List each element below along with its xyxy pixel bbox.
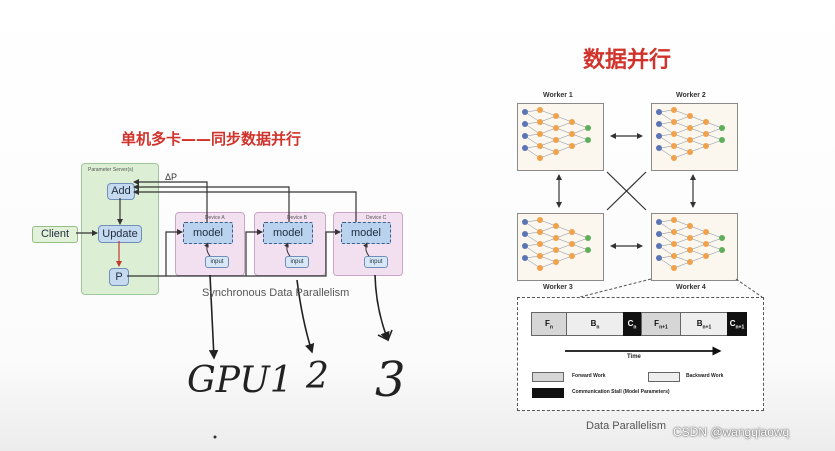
sync-data-parallelism-caption: Synchronous Data Parallelism — [202, 287, 350, 299]
csdn-watermark: CSDN @wangqiaowq — [673, 425, 790, 439]
legend-comm-label: Communication Stall (Model Parameters) — [572, 389, 670, 395]
right-title: 数据并行 — [583, 48, 672, 73]
cell-sub: n — [633, 324, 637, 331]
device-c-model: model — [341, 222, 391, 244]
cell-letter: C — [627, 319, 634, 328]
cell-sub: n+1 — [702, 324, 712, 331]
data-parallelism-caption: Data Parallelism — [586, 420, 667, 432]
legend-backward-swatch — [648, 372, 680, 382]
delta-p-label: ΔP — [165, 172, 178, 182]
worker-4-box — [651, 213, 738, 281]
cell-letter: F — [654, 319, 660, 328]
timeline-backward-n1: Bn+1 — [680, 312, 728, 336]
p-node: P — [109, 268, 129, 286]
cell-letter: C — [729, 319, 736, 328]
update-node: Update — [98, 225, 142, 243]
device-c-label: Device C — [366, 215, 387, 221]
device-a-label: Device A — [205, 215, 225, 221]
device-b-label: Device B — [287, 215, 308, 221]
worker-2-box — [651, 103, 738, 171]
worker-3-label: Worker 3 — [543, 284, 573, 291]
legend-forward-label: Forward Work — [572, 373, 606, 379]
timeline-forward-n: Fn — [531, 312, 567, 336]
add-node: Add — [107, 183, 135, 200]
worker-4-label: Worker 4 — [676, 284, 706, 291]
worker-2-label: Worker 2 — [676, 92, 706, 99]
cell-sub: n+1 — [659, 324, 668, 331]
legend-forward-swatch — [532, 372, 564, 382]
cell-sub: n — [549, 324, 553, 331]
device-b-input: input — [285, 256, 309, 268]
worker-1-box — [517, 103, 604, 171]
cell-letter: B — [590, 319, 597, 328]
client-node: Client — [32, 226, 78, 243]
timeline-comm-n1: Cn+1 — [727, 312, 747, 336]
worker-3-box — [517, 213, 604, 281]
cell-letter: B — [696, 319, 703, 328]
legend-backward-label: Backward Work — [686, 373, 724, 379]
timeline-comm-n: Cn — [623, 312, 641, 336]
handwriting-gpu1: GPU1 — [187, 360, 293, 401]
handwriting-2: 2 — [306, 356, 329, 397]
cell-letter: F — [545, 319, 550, 328]
parameter-server-label: Parameter Server(s) — [88, 167, 134, 173]
worker-1-label: Worker 1 — [543, 92, 573, 99]
time-label: Time — [627, 354, 641, 360]
legend-comm-swatch — [532, 388, 564, 398]
device-c-input: input — [364, 256, 388, 268]
cell-sub: n — [596, 324, 600, 331]
cell-sub: n+1 — [735, 324, 745, 331]
handwriting-3: 3 — [375, 352, 406, 408]
device-a-input: input — [205, 256, 229, 268]
left-title: 单机多卡——同步数据并行 — [121, 130, 302, 148]
neural-network-icon — [522, 107, 591, 161]
